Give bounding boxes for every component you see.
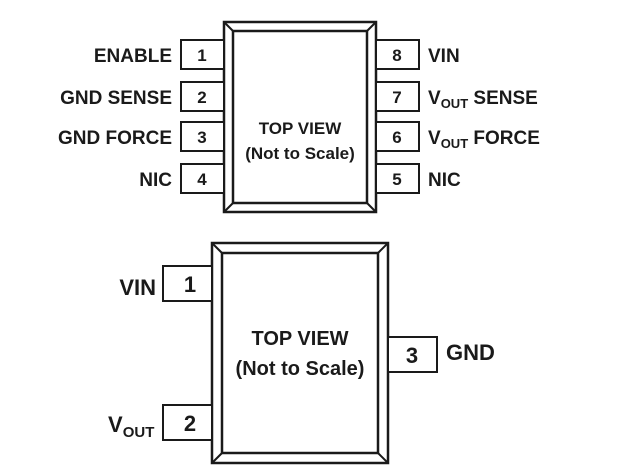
pin-2: 2 GND SENSE xyxy=(60,81,225,112)
pin3-2-label: VOUT xyxy=(108,412,154,441)
pin-4-label: NIC xyxy=(139,170,172,191)
pin-2-label: GND SENSE xyxy=(60,88,172,109)
pin-7: 7 VOUT SENSE xyxy=(375,81,538,112)
package-3pin: TOP VIEW (Not to Scale) 1 VIN 2 VOUT 3 G… xyxy=(108,241,495,465)
pin-8: 8 VIN xyxy=(375,39,460,70)
pin-6-label: VOUT FORCE xyxy=(428,128,540,151)
package-3pin-body-inner xyxy=(220,251,380,455)
pin-3-number: 3 xyxy=(197,128,206,147)
pin-1-number: 1 xyxy=(197,46,206,65)
pin-6-number: 6 xyxy=(392,128,401,147)
pin-5: 5 NIC xyxy=(375,163,461,194)
pin-3-label: GND FORCE xyxy=(58,128,172,149)
pin-7-number: 7 xyxy=(392,88,401,107)
pin-3: 3 GND FORCE xyxy=(58,121,225,152)
pin-5-number: 5 xyxy=(392,170,401,189)
pin3-2-number: 2 xyxy=(184,411,196,436)
pin-5-label: NIC xyxy=(428,170,461,191)
package-8pin-subtitle: (Not to Scale) xyxy=(245,144,355,163)
pin3-1-label: VIN xyxy=(119,275,156,300)
pin-1-label: ENABLE xyxy=(94,46,172,67)
pin-4-number: 4 xyxy=(197,170,207,189)
pin-2-number: 2 xyxy=(197,88,206,107)
package-3pin-subtitle: (Not to Scale) xyxy=(236,358,365,380)
pin-1: 1 ENABLE xyxy=(94,39,225,70)
package-8pin-title: TOP VIEW xyxy=(259,119,342,138)
pin3-3-number: 3 xyxy=(406,343,418,368)
pin3-1-number: 1 xyxy=(184,272,196,297)
package-8pin: TOP VIEW (Not to Scale) 1 ENABLE 2 GND S… xyxy=(58,20,540,214)
pin3-3-label: GND xyxy=(446,340,495,365)
pin3-3: 3 GND xyxy=(387,336,495,373)
pin-8-label: VIN xyxy=(428,46,460,67)
package-8pin-body-inner xyxy=(231,29,369,205)
pin3-1: 1 VIN xyxy=(119,265,213,302)
package-3pin-title: TOP VIEW xyxy=(251,328,348,350)
pin3-2: 2 VOUT xyxy=(108,404,213,441)
pin-8-number: 8 xyxy=(392,46,401,65)
pin-4: 4 NIC xyxy=(139,163,225,194)
pin-7-label: VOUT SENSE xyxy=(428,88,538,111)
pin-6: 6 VOUT FORCE xyxy=(375,121,540,152)
